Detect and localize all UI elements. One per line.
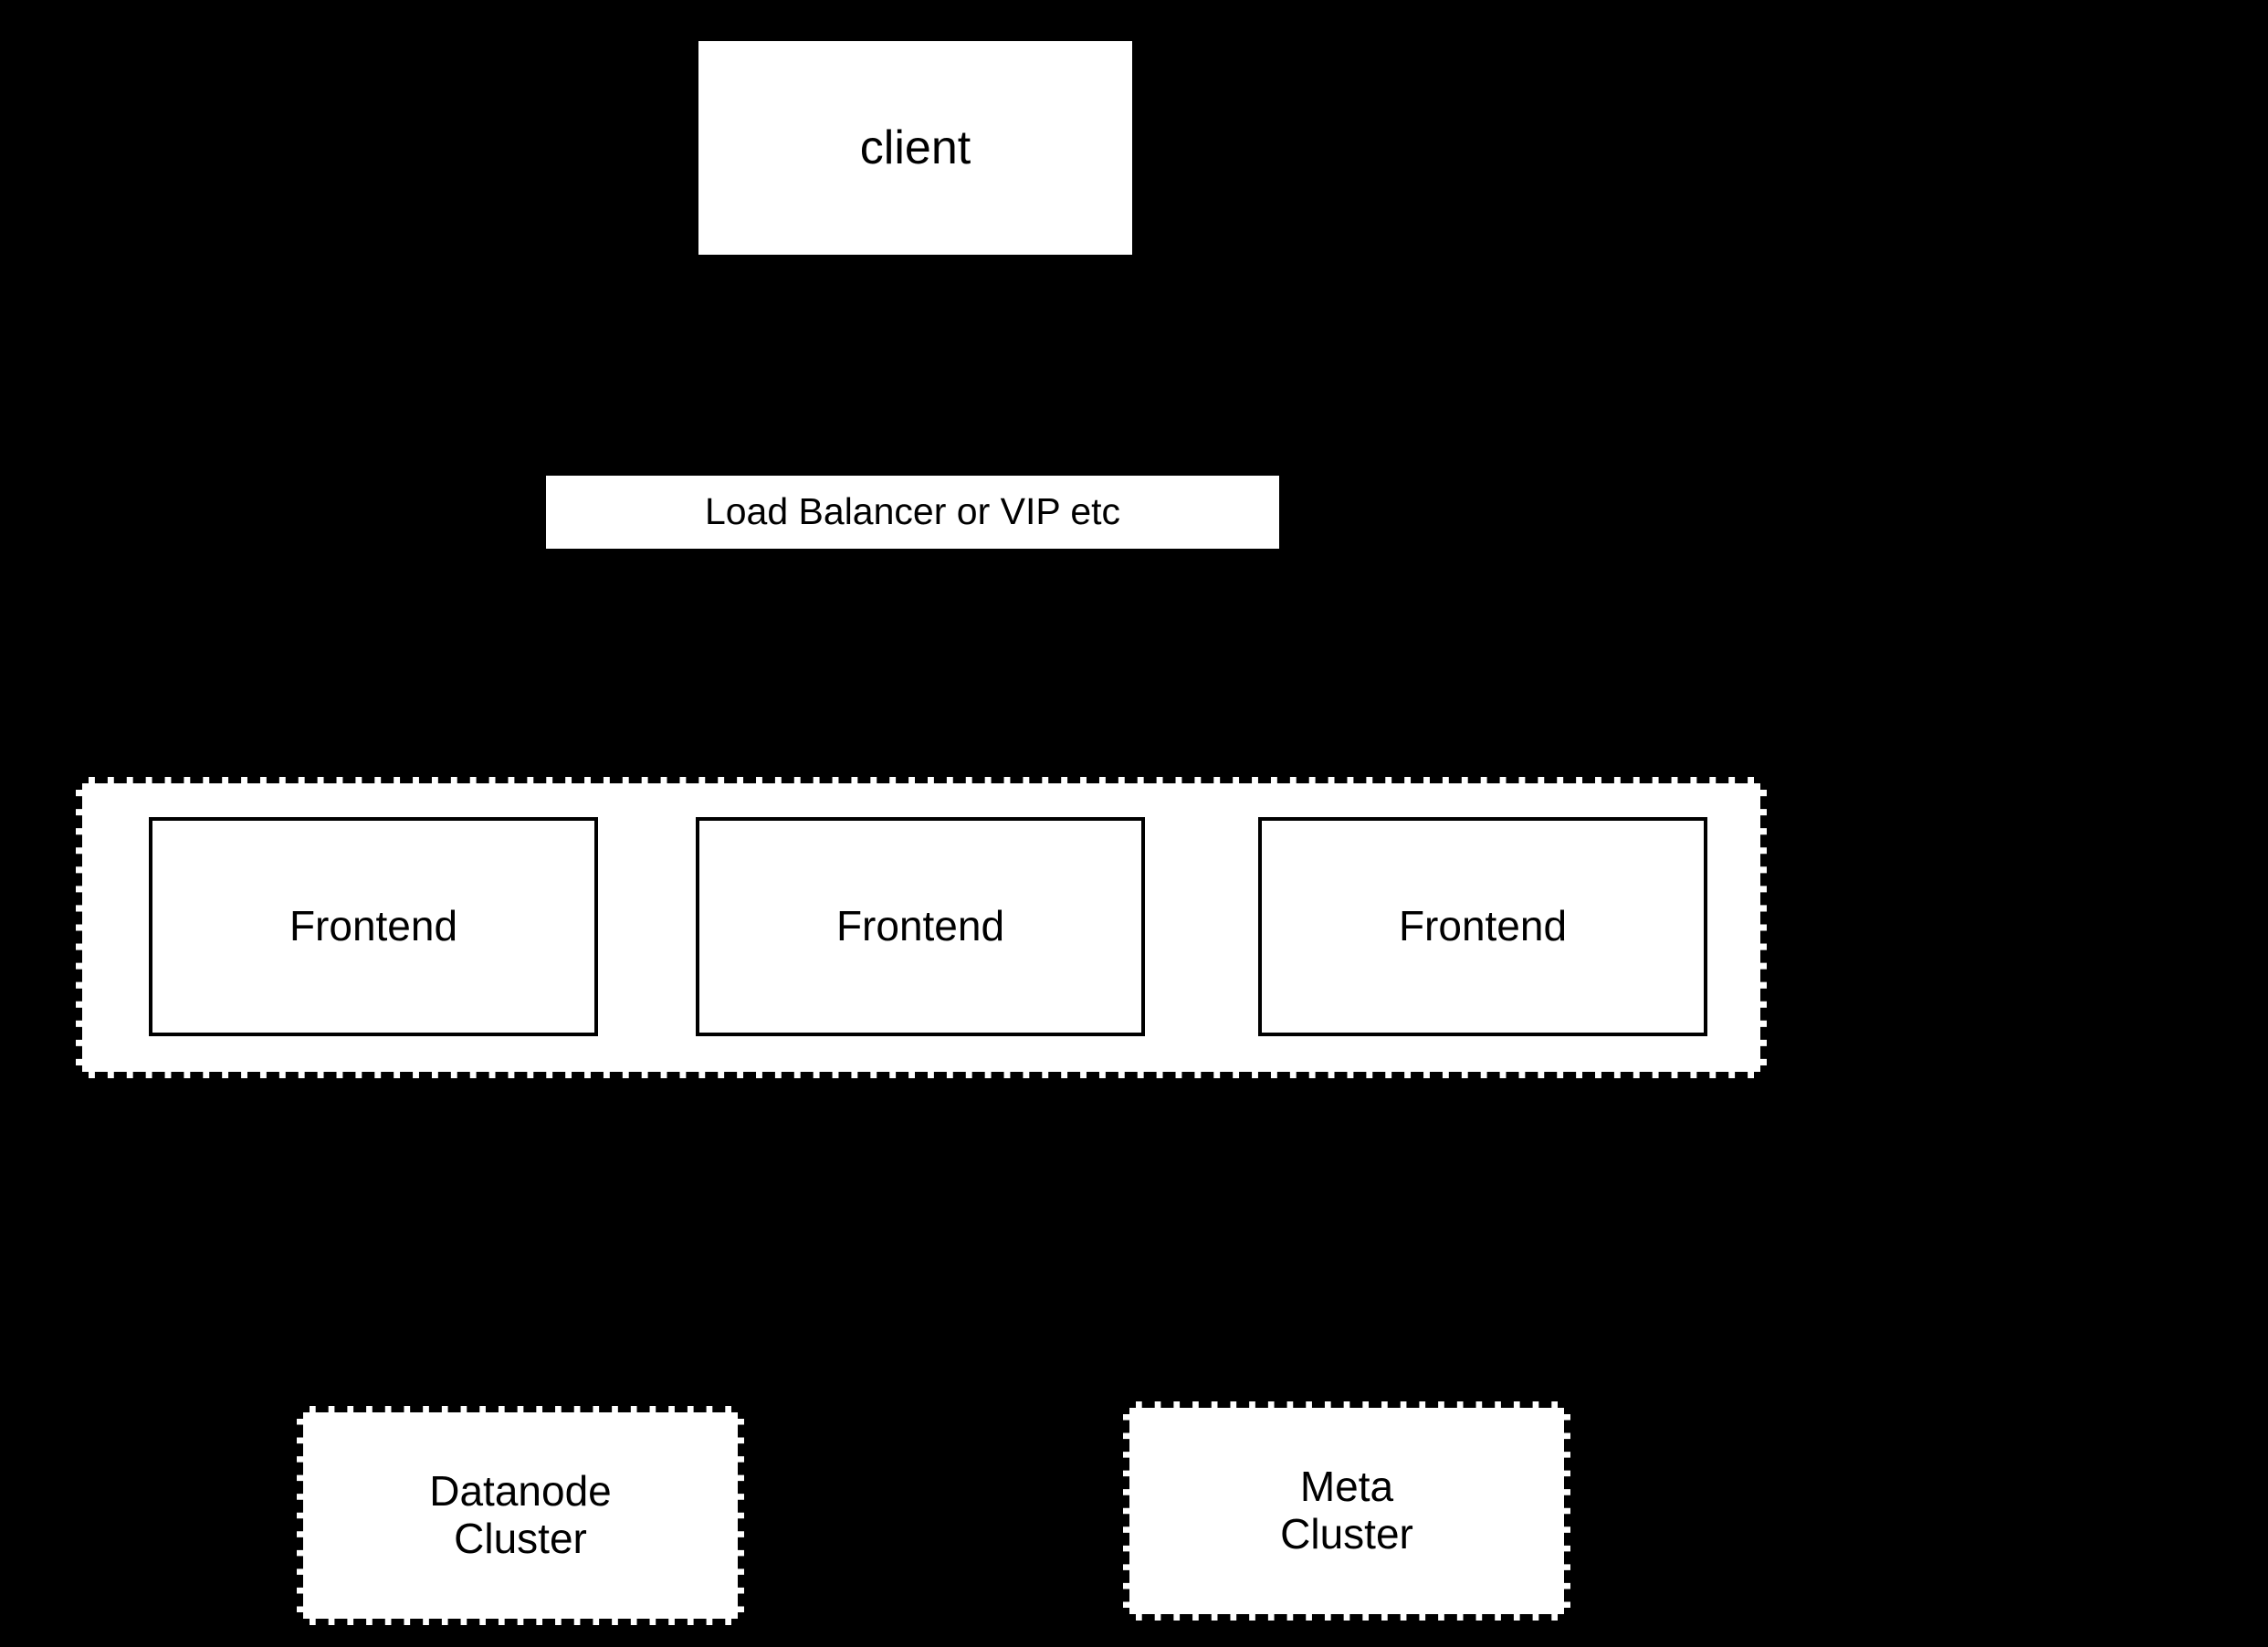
node-frontend-3-label: Frontend xyxy=(1398,902,1568,950)
node-client-label: client xyxy=(859,121,971,174)
node-load-balancer[interactable]: Load Balancer or VIP etc xyxy=(546,476,1279,549)
node-frontend-1-label: Frontend xyxy=(289,902,458,950)
node-datanode-cluster-label: Datanode Cluster xyxy=(429,1467,612,1562)
node-meta-cluster[interactable]: Meta Cluster xyxy=(1123,1401,1570,1621)
node-frontend-3[interactable]: Frontend xyxy=(1258,817,1707,1036)
node-meta-cluster-label: Meta Cluster xyxy=(1280,1463,1413,1558)
node-frontend-2-label: Frontend xyxy=(835,902,1005,950)
node-load-balancer-label: Load Balancer or VIP etc xyxy=(704,490,1121,533)
node-frontend-2[interactable]: Frontend xyxy=(696,817,1145,1036)
node-frontend-1[interactable]: Frontend xyxy=(149,817,598,1036)
node-datanode-cluster[interactable]: Datanode Cluster xyxy=(297,1406,744,1625)
node-client[interactable]: client xyxy=(698,41,1132,255)
